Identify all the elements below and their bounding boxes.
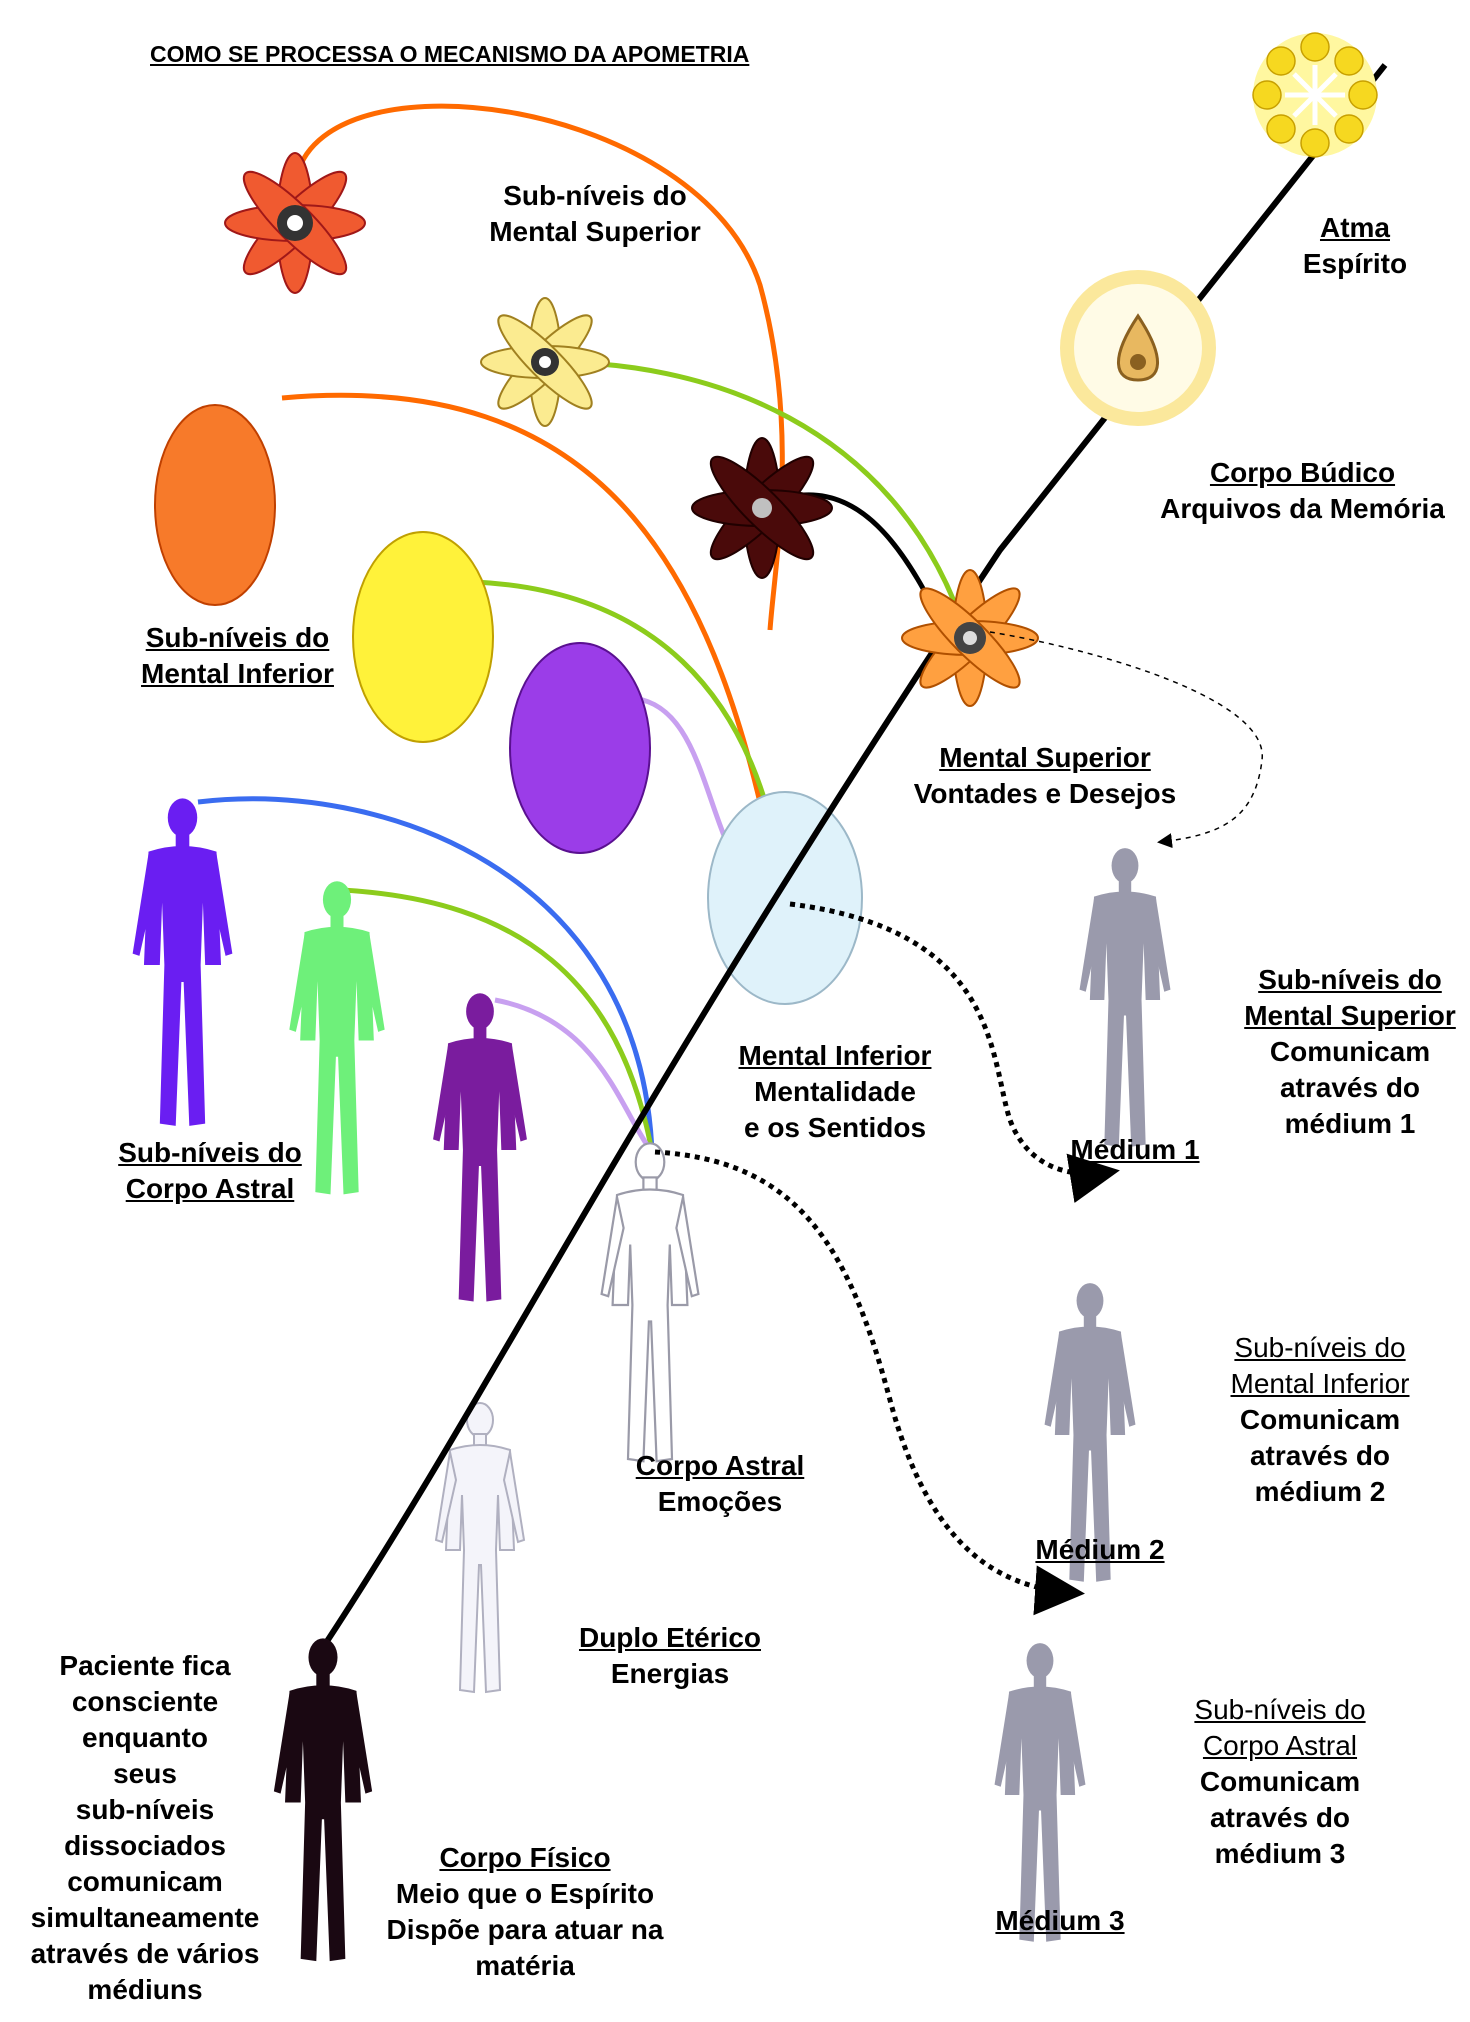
label-sub-astral-left-line2: Corpo Astral — [90, 1171, 330, 1207]
paciente-line: médiuns — [0, 1972, 290, 2008]
label-budico-subtitle: Arquivos da Memória — [1130, 491, 1470, 527]
paciente-line: consciente — [0, 1684, 290, 1720]
oval-purple — [510, 643, 650, 853]
label-medium-3-desc: Sub-níveis do Corpo Astral Comunicam atr… — [1160, 1692, 1400, 1872]
medium-1-head1: Sub-níveis do — [1230, 962, 1470, 998]
flower-dark — [692, 438, 832, 578]
label-sub-mental-superior-top-line1: Sub-níveis do — [450, 178, 740, 214]
label-atma-title: Atma — [1280, 210, 1430, 246]
medium-2-line1: Comunicam — [1200, 1402, 1440, 1438]
label-budico-title: Corpo Búdico — [1130, 455, 1470, 491]
label-mental-inferior-title: Mental Inferior — [715, 1038, 955, 1074]
label-duplo-eterico-subtitle: Energias — [555, 1656, 785, 1692]
medium-1-line2: através do — [1230, 1070, 1470, 1106]
medium-2-line2: através do — [1200, 1438, 1440, 1474]
paciente-line: seus — [0, 1756, 290, 1792]
label-corpo-fisico-line4: matéria — [360, 1948, 690, 1984]
medium-3-line1: Comunicam — [1160, 1764, 1400, 1800]
flower-red — [225, 153, 365, 293]
page-title: COMO SE PROCESSA O MECANISMO DA APOMETRI… — [150, 40, 930, 68]
label-duplo-eterico: Duplo Etérico Energias — [555, 1620, 785, 1692]
label-sub-astral-left: Sub-níveis do Corpo Astral — [90, 1135, 330, 1207]
label-mental-superior: Mental Superior Vontades e Desejos — [880, 740, 1210, 812]
oval-yellow — [353, 532, 493, 742]
label-mental-inferior-line3: e os Sentidos — [715, 1110, 955, 1146]
figure-corpo-astral-outline — [602, 1143, 699, 1461]
label-mental-superior-subtitle: Vontades e Desejos — [880, 776, 1210, 812]
label-medium-1-name: Médium 1 — [1050, 1132, 1220, 1168]
label-sub-astral-left-line1: Sub-níveis do — [90, 1135, 330, 1171]
medium-3-head2: Corpo Astral — [1160, 1728, 1400, 1764]
medium-3-head1: Sub-níveis do — [1160, 1692, 1400, 1728]
medium-1-line3: médium 1 — [1230, 1106, 1470, 1142]
label-corpo-astral-subtitle: Emoções — [605, 1484, 835, 1520]
label-medium-2-desc: Sub-níveis do Mental Inferior Comunicam … — [1200, 1330, 1440, 1510]
label-atma: Atma Espírito — [1280, 210, 1430, 282]
paciente-line: dissociados — [0, 1828, 290, 1864]
figure-astral-purple — [133, 798, 233, 1126]
arrow-to-medium-3 — [655, 1152, 1075, 1593]
label-corpo-fisico-line3: Dispõe para atuar na — [360, 1912, 690, 1948]
label-sub-mental-superior-top-line2: Mental Superior — [450, 214, 740, 250]
flower-atma — [1253, 33, 1377, 157]
paciente-line: enquanto — [0, 1720, 290, 1756]
medium-3-line2: através do — [1160, 1800, 1400, 1836]
medium-1-head2: Mental Superior — [1230, 998, 1470, 1034]
paciente-line: comunicam — [0, 1864, 290, 1900]
medium-2-head1: Sub-níveis do — [1200, 1330, 1440, 1366]
medium-2-line3: médium 2 — [1200, 1474, 1440, 1510]
label-mental-superior-title: Mental Superior — [880, 740, 1210, 776]
label-corpo-fisico-line2: Meio que o Espírito — [360, 1876, 690, 1912]
paciente-line: simultaneamente — [0, 1900, 290, 1936]
paciente-line: através de vários — [0, 1936, 290, 1972]
medium-3-line3: médium 3 — [1160, 1836, 1400, 1872]
flower-mental-superior — [902, 570, 1038, 706]
paciente-line: sub-níveis — [0, 1792, 290, 1828]
label-duplo-eterico-title: Duplo Etérico — [555, 1620, 785, 1656]
figure-medium-3 — [995, 1643, 1086, 1942]
label-sub-mental-inferior-left-line1: Sub-níveis do — [115, 620, 360, 656]
label-sub-mental-inferior-left-line2: Mental Inferior — [115, 656, 360, 692]
medium-2-head2: Mental Inferior — [1200, 1366, 1440, 1402]
oval-orange — [155, 405, 275, 605]
figure-medium-1 — [1080, 848, 1171, 1147]
label-medium-2-name: Médium 2 — [1015, 1532, 1185, 1568]
label-corpo-fisico: Corpo Físico Meio que o Espírito Dispõe … — [360, 1840, 690, 1984]
label-mental-inferior: Mental Inferior Mentalidade e os Sentido… — [715, 1038, 955, 1146]
flower-budico — [1060, 270, 1216, 426]
flower-yellow — [481, 298, 609, 426]
label-corpo-fisico-title: Corpo Físico — [360, 1840, 690, 1876]
label-medium-1-desc: Sub-níveis do Mental Superior Comunicam … — [1230, 962, 1470, 1142]
label-sub-mental-inferior-left: Sub-níveis do Mental Inferior — [115, 620, 360, 692]
label-sub-mental-superior-top: Sub-níveis do Mental Superior — [450, 178, 740, 250]
label-medium-3-name: Médium 3 — [975, 1903, 1145, 1939]
label-mental-inferior-line2: Mentalidade — [715, 1074, 955, 1110]
figure-astral-violet — [433, 993, 527, 1301]
label-paciente: Paciente fica consciente enquanto seus s… — [0, 1648, 290, 2008]
label-budico: Corpo Búdico Arquivos da Memória — [1130, 455, 1470, 527]
paciente-line: Paciente fica — [0, 1648, 290, 1684]
medium-1-line1: Comunicam — [1230, 1034, 1470, 1070]
label-corpo-astral: Corpo Astral Emoções — [605, 1448, 835, 1520]
label-corpo-astral-title: Corpo Astral — [605, 1448, 835, 1484]
label-atma-subtitle: Espírito — [1280, 246, 1430, 282]
